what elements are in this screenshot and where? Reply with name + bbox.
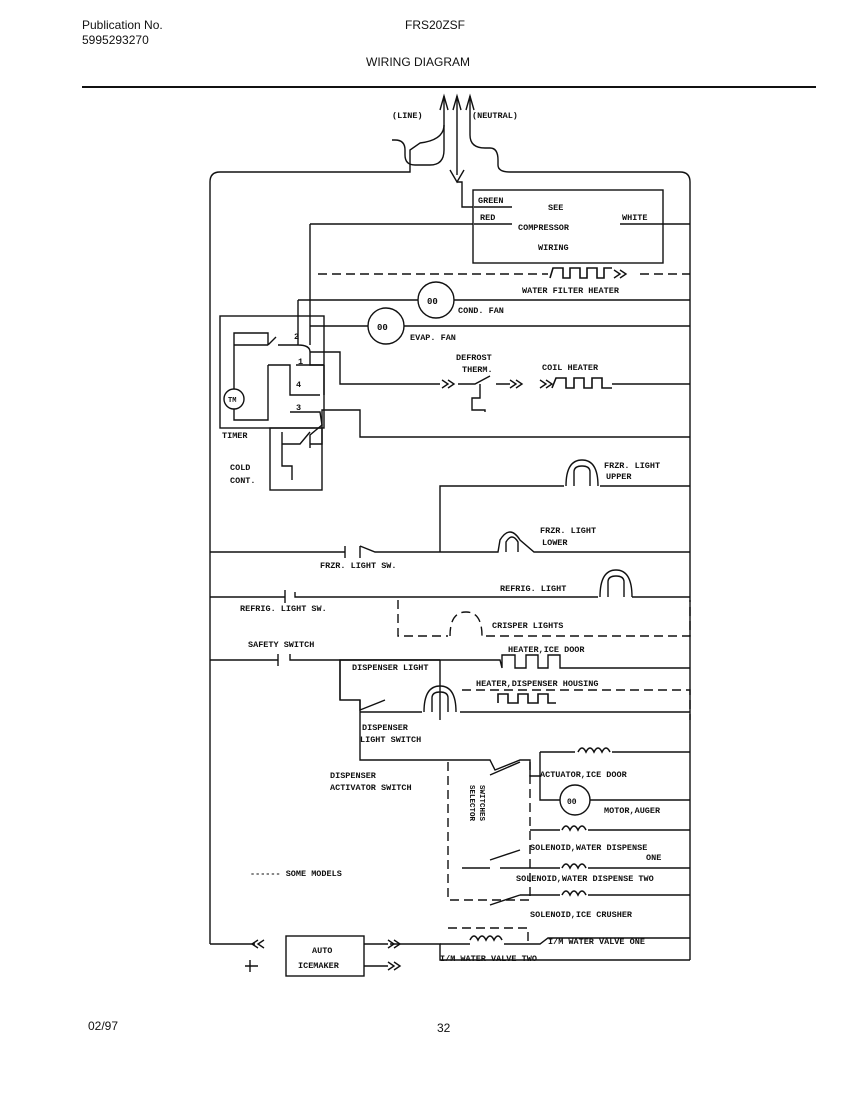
icemaker-box bbox=[285, 935, 365, 977]
footer-date: 02/97 bbox=[88, 1019, 119, 1033]
refrig-light-icon bbox=[599, 569, 633, 598]
icemaker-auto-label: AUTO bbox=[312, 946, 332, 956]
im-water-valve-two-label: I/M WATER VALVE TWO bbox=[440, 954, 537, 964]
solenoid-one-label: ONE bbox=[646, 853, 661, 863]
timer-label: TIMER bbox=[222, 431, 248, 441]
svg-text:00: 00 bbox=[427, 297, 438, 307]
lower-label: LOWER bbox=[542, 538, 568, 548]
crisper-lights-icon bbox=[449, 611, 483, 637]
dispenser-activator-label-1: DISPENSER bbox=[330, 771, 377, 781]
white-wire-label: WHITE bbox=[622, 213, 648, 223]
therm-label: THERM. bbox=[462, 365, 493, 375]
im-water-valve-one-label: I/M WATER VALVE ONE bbox=[548, 937, 645, 947]
page-title: WIRING DIAGRAM bbox=[366, 55, 470, 69]
terminal-1: 1 bbox=[298, 357, 303, 367]
switches-label: SWITCHES bbox=[477, 785, 485, 822]
terminal-2: 2 bbox=[294, 332, 299, 342]
footer-page: 32 bbox=[437, 1021, 451, 1035]
tm-label: TM bbox=[228, 397, 236, 405]
coil-heater-label: COIL HEATER bbox=[542, 363, 599, 373]
frzr-light-lower-icon bbox=[505, 536, 519, 552]
publication-label: Publication No. bbox=[82, 18, 163, 32]
svg-text:00: 00 bbox=[377, 323, 388, 333]
motor-auger-label: MOTOR,AUGER bbox=[604, 806, 661, 816]
power-plug bbox=[209, 93, 691, 960]
svg-text:00: 00 bbox=[567, 798, 577, 807]
terminal-4: 4 bbox=[296, 380, 301, 390]
safety-switch-label: SAFETY SWITCH bbox=[248, 640, 314, 650]
wiring-label: WIRING bbox=[538, 243, 569, 253]
actuator-ice-door-label: ACTUATOR,ICE DOOR bbox=[540, 770, 628, 780]
terminal-3: 3 bbox=[296, 403, 301, 413]
neutral-label: (NEUTRAL) bbox=[472, 111, 518, 121]
dispenser-light-icon bbox=[423, 685, 457, 713]
cond-fan-icon bbox=[417, 281, 455, 319]
cond-fan-label: COND. FAN bbox=[458, 306, 504, 316]
compressor-box bbox=[472, 189, 664, 264]
dispenser-light-switch-label-1: DISPENSER bbox=[362, 723, 409, 733]
some-models-legend: ------ SOME MODELS bbox=[250, 869, 342, 879]
crisper-lights-label: CRISPER LIGHTS bbox=[492, 621, 563, 631]
dispenser-light-switch-label-2: LIGHT SWITCH bbox=[360, 735, 421, 745]
publication-number: 5995293270 bbox=[82, 33, 149, 47]
refrig-light-label: REFRIG. LIGHT bbox=[500, 584, 566, 594]
heater-dispenser-housing-label: HEATER,DISPENSER HOUSING bbox=[476, 679, 598, 689]
defrost-label: DEFROST bbox=[456, 353, 492, 363]
frzr-light-upper-label: FRZR. LIGHT bbox=[604, 461, 660, 471]
compressor-label: COMPRESSOR bbox=[518, 223, 570, 233]
dispenser-light-label: DISPENSER LIGHT bbox=[352, 663, 429, 673]
selector-label: SELECTOR bbox=[467, 785, 475, 822]
cold-control-box bbox=[269, 427, 323, 491]
header-rule bbox=[82, 86, 816, 88]
heater-ice-door-label: HEATER,ICE DOOR bbox=[508, 645, 585, 655]
frzr-light-upper-icon bbox=[565, 459, 599, 487]
red-wire-label: RED bbox=[480, 213, 495, 223]
green-wire-label: GREEN bbox=[478, 196, 504, 206]
upper-label: UPPER bbox=[606, 472, 632, 482]
icemaker-label: ICEMAKER bbox=[298, 961, 340, 971]
water-filter-heater-label: WATER FILTER HEATER bbox=[522, 286, 620, 296]
line-label: (LINE) bbox=[392, 111, 423, 121]
frzr-light-lower-label: FRZR. LIGHT bbox=[540, 526, 596, 536]
evap-fan-label: EVAP. FAN bbox=[410, 333, 456, 343]
cold-label: COLD bbox=[230, 463, 250, 473]
dispenser-activator-label-2: ACTIVATOR SWITCH bbox=[330, 783, 412, 793]
cont-label: CONT. bbox=[230, 476, 256, 486]
model-number: FRS20ZSF bbox=[405, 18, 466, 32]
evap-fan-icon bbox=[367, 307, 405, 345]
solenoid-water-dispense-one-label: SOLENOID,WATER DISPENSE bbox=[530, 843, 647, 853]
refrig-light-sw-label: REFRIG. LIGHT SW. bbox=[240, 604, 327, 614]
solenoid-water-dispense-two-label: SOLENOID,WATER DISPENSE TWO bbox=[516, 874, 654, 884]
frzr-light-sw-label: FRZR. LIGHT SW. bbox=[320, 561, 397, 571]
solenoid-ice-crusher-label: SOLENOID,ICE CRUSHER bbox=[530, 910, 633, 920]
see-label: SEE bbox=[548, 203, 563, 213]
